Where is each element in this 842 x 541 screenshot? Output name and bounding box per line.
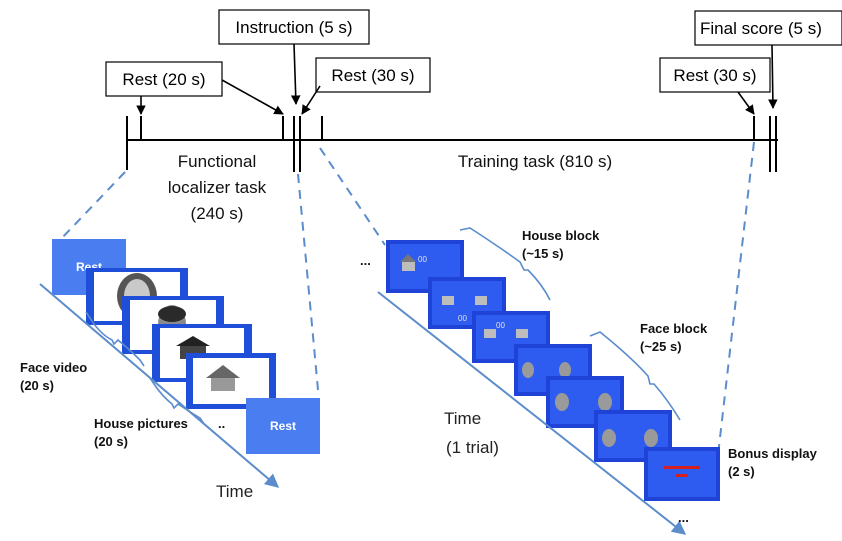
rest-box-2: Rest (30 s) — [315, 57, 431, 93]
training-time-label-line2: (1 trial) — [446, 438, 499, 457]
face-screen-2 — [546, 376, 624, 428]
localizer-label-line2: localizer task — [168, 178, 267, 197]
arrow — [301, 85, 321, 115]
zoom-line-training-right — [717, 141, 755, 456]
final-score-box-label: Final score (5 s) — [700, 19, 822, 38]
house-block-brace — [459, 227, 551, 301]
training-label: Training task (810 s) — [458, 152, 612, 171]
house-block-label-line2: (~15 s) — [522, 246, 564, 261]
house-pictures-label-line2: (20 s) — [94, 434, 128, 449]
training-time-axis — [377, 291, 687, 535]
face-block-label-line1: Face block — [640, 321, 708, 336]
bonus-screen — [644, 447, 720, 501]
rest-box-1: Rest (20 s) — [105, 61, 223, 97]
arrow — [290, 43, 301, 105]
zoom-lines — [59, 141, 755, 456]
training-ellipsis-top: ... — [360, 253, 371, 268]
rest-screen-end: Rest — [246, 398, 320, 454]
face-block-brace — [589, 331, 681, 421]
score-marks: 00 — [418, 255, 427, 264]
bonus-display-label-line2: (2 s) — [728, 464, 755, 479]
training-detail: ... 00 00 00 — [360, 227, 818, 535]
face-video-label-line2: (20 s) — [20, 378, 54, 393]
score-marks: 00 — [458, 314, 467, 323]
arrow — [737, 91, 755, 115]
final-score-box: Final score (5 s) — [694, 10, 842, 46]
face-video-brace — [85, 311, 145, 367]
house-block-label-line1: House block — [522, 228, 600, 243]
zoom-line-localizer-left — [59, 171, 126, 241]
localizer-label-line3: (240 s) — [191, 204, 244, 223]
localizer-label-line1: Functional — [178, 152, 256, 171]
bonus-display-label-line1: Bonus display — [728, 446, 818, 461]
rest-screen-end-label: Rest — [270, 419, 296, 433]
face-video-label-line1: Face video — [20, 360, 87, 375]
training-time-label-line1: Time — [444, 409, 481, 428]
localizer-detail: Rest — [20, 239, 320, 501]
instruction-box: Instruction (5 s) — [218, 9, 370, 45]
arrow — [768, 44, 778, 109]
instruction-box-label: Instruction (5 s) — [235, 18, 352, 37]
house-pictures-brace — [149, 377, 205, 425]
localizer-time-label: Time — [216, 482, 253, 501]
timeline: Rest (20 s) Instruction (5 s) Rest (30 s… — [105, 9, 842, 223]
zoom-line-training-left — [319, 147, 386, 246]
score-marks: 00 — [496, 321, 505, 330]
zoom-line-localizer-right — [297, 173, 319, 391]
localizer-ellipsis: .. — [218, 416, 225, 431]
rest-box-2-label: Rest (30 s) — [331, 66, 414, 85]
arrow — [221, 79, 284, 115]
rest-box-3-label: Rest (30 s) — [673, 66, 756, 85]
rest-box-3: Rest (30 s) — [659, 57, 771, 93]
house-pictures-label-line1: House pictures — [94, 416, 188, 431]
training-ellipsis-bottom: ... — [678, 510, 689, 525]
rest-box-1-label: Rest (20 s) — [122, 70, 205, 89]
localizer-time-axis — [39, 283, 280, 488]
face-block-label-line2: (~25 s) — [640, 339, 682, 354]
